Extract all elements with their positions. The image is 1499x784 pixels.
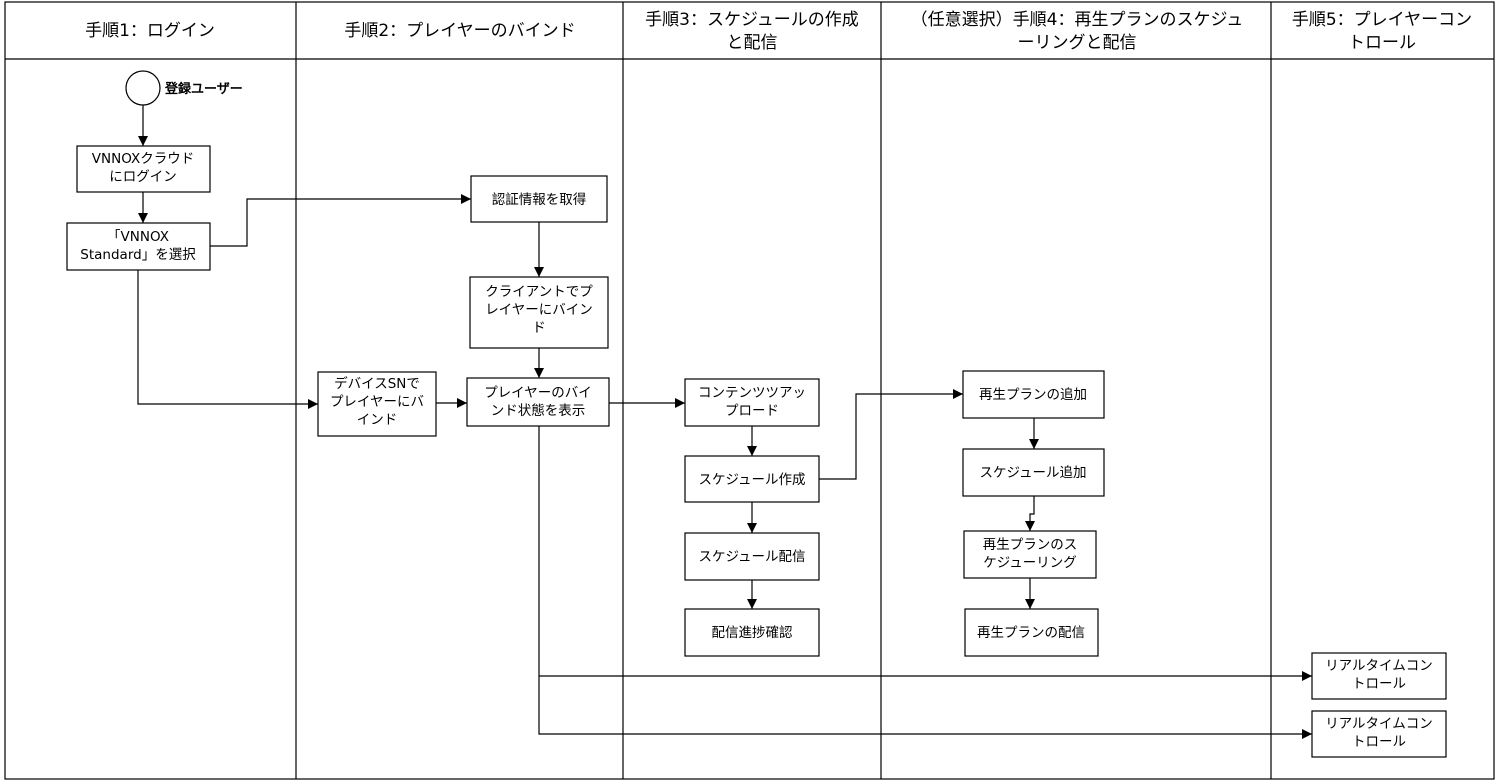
- node-box: [1311, 652, 1447, 700]
- node-label-line: レイヤーにバイン: [485, 302, 593, 318]
- node-label-line: クライアントでプ: [485, 284, 593, 300]
- edges: [137, 105, 1312, 739]
- node-label-line: 「VNNOX: [107, 229, 169, 245]
- lane-title-step3-line2: と配信: [727, 33, 778, 53]
- lane-title-step5-line2: トロール: [1348, 33, 1416, 53]
- node-add-schedule: スケジュール追加: [962, 448, 1105, 497]
- node-box: [76, 145, 211, 193]
- edge-add-schedule-to-schedule-plan: [1025, 496, 1035, 531]
- node-check-progress: 配信進捗確認: [684, 608, 820, 657]
- lane-title-step1: 手順1：ログイン: [85, 21, 215, 41]
- node-label-line: トロール: [1352, 676, 1406, 692]
- node-label-line: プロード: [725, 403, 779, 419]
- edge-show-bind-status-to-realtime-1: [538, 426, 1312, 681]
- node-login: VNNOXクラウド にログイン: [76, 145, 211, 193]
- node-label-line: プレイヤーにバ: [330, 394, 424, 410]
- node-label-line: コンテンツツアッ: [698, 385, 806, 401]
- node-label-line: 認証情報を取得: [492, 191, 587, 208]
- node-label-line: ド: [532, 320, 546, 336]
- lane-title-step5-line1: 手順5：プレイヤーコン: [1292, 10, 1472, 30]
- node-realtime-control-1: リアルタイムコン トロール: [1311, 652, 1447, 700]
- node-label-line: スケジュール配信: [698, 549, 805, 565]
- edge-create-schedule-to-add-plan: [819, 389, 963, 480]
- node-label-line: リアルタイムコン: [1325, 716, 1433, 732]
- node-create-schedule: スケジュール作成: [684, 455, 820, 503]
- swimlane-frame: [4, 1, 1495, 780]
- lane-title-step2: 手順2：プレイヤーのバインド: [344, 21, 575, 41]
- node-label-line: トロール: [1352, 734, 1406, 750]
- lane-title-step4-line2: ーリングと配信: [1018, 33, 1137, 53]
- node-select-standard: 「VNNOX Standard」を選択: [66, 222, 211, 271]
- node-box: [963, 530, 1097, 579]
- node-label-line: 再生プランの配信: [977, 625, 1085, 641]
- node-label-line: ンド状態を表示: [491, 403, 586, 419]
- node-label-line: デバイスSNで: [334, 375, 420, 392]
- node-box: [684, 455, 820, 503]
- lane-title-step3-line1: 手順3：スケジュールの作成: [645, 10, 859, 30]
- node-realtime-control-2: リアルタイムコン トロール: [1311, 710, 1447, 758]
- node-label-line: Standard」を選択: [80, 247, 196, 263]
- node-box: [962, 370, 1105, 419]
- node-box: [466, 377, 610, 427]
- node-label-line: 配信進捗確認: [712, 625, 793, 641]
- node-label-line: にログイン: [109, 169, 177, 185]
- node-box: [317, 371, 437, 437]
- edge-show-bind-status-to-realtime-2: [538, 676, 1312, 739]
- node-upload-content: コンテンツツアッ プロード: [684, 378, 820, 427]
- lane-title-step4-line1: （任意選択）手順4：再生プランのスケジュ: [911, 10, 1244, 30]
- node-box: [1311, 710, 1447, 758]
- node-box: [964, 608, 1099, 657]
- node-bind-client: クライアントでプ レイヤーにバイン ド: [469, 276, 609, 349]
- node-deliver-schedule: スケジュール配信: [684, 532, 820, 581]
- node-box: [684, 378, 820, 427]
- start-circle: [125, 70, 161, 106]
- node-get-auth: 認証情報を取得: [470, 175, 608, 223]
- node-add-plan: 再生プランの追加: [962, 370, 1105, 419]
- node-label-line: スケジュール作成: [698, 472, 805, 488]
- edge-select-standard-to-bind-sn: [137, 270, 318, 409]
- node-label-line: インド: [357, 412, 398, 428]
- node-schedule-plan: 再生プランのス ケジューリング: [963, 530, 1097, 579]
- node-deliver-plan: 再生プランの配信: [964, 608, 1099, 657]
- start-node: 登録ユーザー: [125, 70, 243, 106]
- node-label-line: 再生プランの追加: [979, 387, 1087, 403]
- lane-headers: 手順1：ログイン 手順2：プレイヤーのバインド 手順3：スケジュールの作成 と配…: [85, 10, 1472, 53]
- start-label: 登録ユーザー: [164, 81, 243, 97]
- node-label-line: プレイヤーのバイ: [484, 385, 592, 401]
- node-box: [470, 175, 608, 223]
- node-box: [66, 222, 211, 271]
- node-label-line: 再生プランのス: [983, 537, 1078, 553]
- node-bind-sn: デバイスSNで プレイヤーにバ インド: [317, 371, 437, 437]
- node-box: [684, 532, 820, 581]
- node-box: [469, 276, 609, 349]
- node-label-line: リアルタイムコン: [1325, 658, 1433, 674]
- node-label-line: VNNOXクラウド: [92, 151, 194, 167]
- node-label-line: スケジュール追加: [979, 465, 1086, 481]
- node-label-line: ケジューリング: [983, 555, 1077, 571]
- node-box: [962, 448, 1105, 497]
- edge-select-standard-to-get-auth: [210, 194, 471, 247]
- node-box: [684, 608, 820, 657]
- node-show-bind-status: プレイヤーのバイ ンド状態を表示: [466, 377, 610, 427]
